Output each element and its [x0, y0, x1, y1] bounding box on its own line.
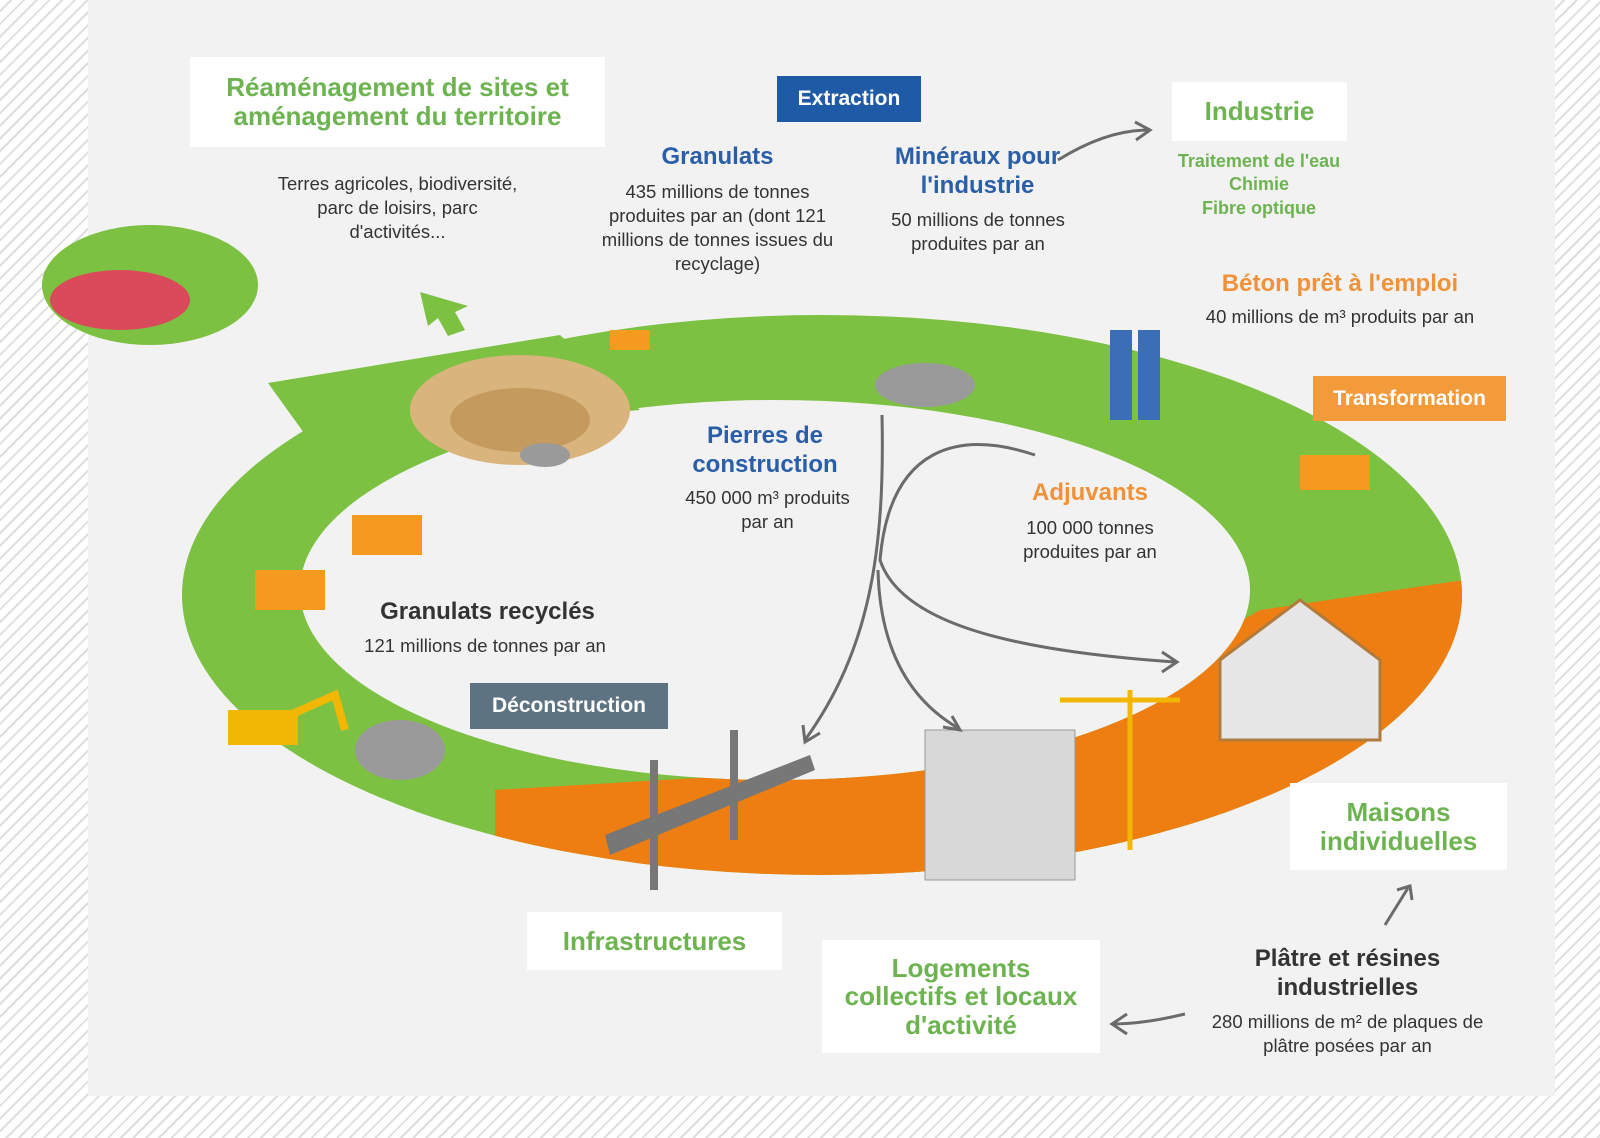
platre-title: Plâtre et résines industrielles	[1254, 945, 1441, 1001]
granulats-recycles-desc: 121 millions de tonnes par an	[364, 635, 606, 656]
building	[924, 729, 1076, 881]
stage-extraction: Extraction	[777, 76, 921, 122]
infrastructures-title: Infrastructures	[527, 912, 782, 970]
industrie-item: Traitement de l'eau	[1177, 151, 1341, 171]
beton-title: Béton prêt à l'emploi	[1221, 270, 1459, 297]
granulats-title: Granulats	[661, 143, 774, 170]
adjuvants-title: Adjuvants	[1031, 479, 1148, 506]
house	[1218, 598, 1382, 742]
granulats-desc: 435 millions de tonnes produites par an …	[601, 181, 834, 275]
industrie-item: Chimie	[1228, 174, 1289, 195]
rock-piles	[355, 363, 975, 780]
granulats-recycles-title: Granulats recyclés	[380, 598, 595, 625]
reamenagement-desc: Terres agricoles, biodiversité, parc de …	[277, 173, 518, 243]
arrow-up-icon	[420, 292, 468, 336]
industrie-item: Fibre optique	[1202, 197, 1316, 218]
mineraux-desc: 50 millions de tonnes produites par an	[891, 209, 1065, 255]
mineraux-title: Minéraux pour l'industrie	[894, 143, 1061, 199]
pierres-title: Pierres de construction	[692, 422, 838, 478]
stage-deconstruction: Déconstruction	[470, 683, 668, 729]
beton-desc: 40 millions de m³ produits par an	[1205, 306, 1475, 327]
industrie-title: Industrie	[1172, 82, 1347, 141]
stage-transformation: Transformation	[1313, 376, 1506, 421]
adjuvants-desc: 100 000 tonnes produites par an	[1023, 517, 1157, 563]
pierres-desc: 450 000 m³ produits par an	[685, 487, 850, 533]
cycle-ring-orange	[495, 560, 1462, 875]
crane	[1060, 690, 1180, 850]
trucks	[255, 330, 1370, 610]
maisons-title: Maisons individuelles	[1290, 783, 1507, 870]
platre-desc: 280 millions de m² de plaques de plâtre …	[1211, 1011, 1484, 1057]
flow-arrows	[801, 120, 1414, 1036]
excavator	[228, 689, 349, 745]
logements-title: Logements collectifs et locaux d'activit…	[822, 940, 1100, 1053]
reamenagement-title: Réaménagement de sites et aménagement du…	[190, 57, 605, 147]
bridge	[605, 730, 815, 890]
silos	[1110, 330, 1160, 420]
industrie-list: Traitement de l'eau Chimie Fibre optique	[1150, 150, 1368, 220]
